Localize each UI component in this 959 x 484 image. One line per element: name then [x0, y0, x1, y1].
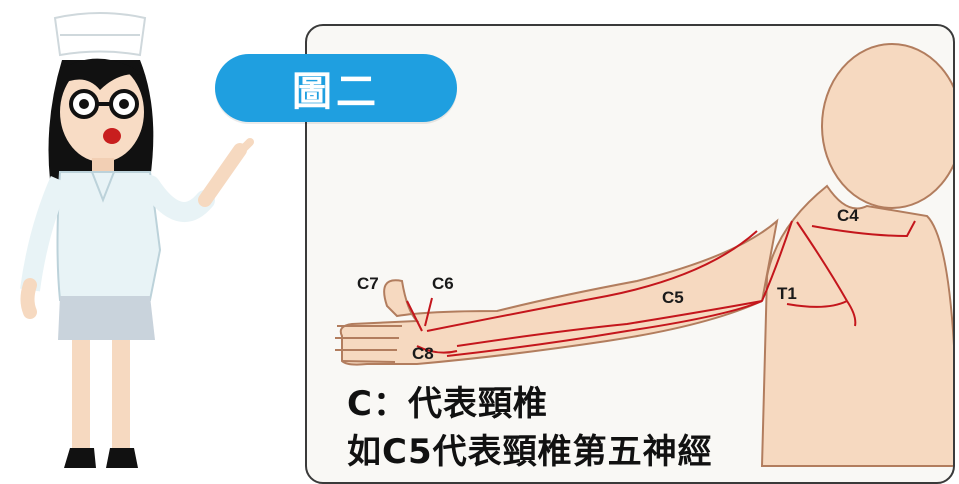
label-c8: C8 [412, 344, 434, 363]
nerve-lines [406, 220, 916, 357]
nurse-face [60, 62, 144, 162]
label-c6: C6 [432, 274, 454, 293]
caption-line-2: 如C5代表頸椎第五神經 [347, 432, 713, 472]
arm-illustration [335, 43, 953, 467]
label-c4: C4 [837, 206, 859, 225]
torso-shape [760, 184, 953, 467]
label-c7: C7 [357, 274, 379, 293]
caption-line-1: C：代表頸椎 [347, 384, 548, 424]
head-shape [821, 43, 953, 209]
figure-badge: 圖二 [215, 54, 457, 122]
nurse-illustration [20, 12, 254, 468]
label-c5: C5 [662, 288, 684, 307]
finger-lines [335, 325, 402, 363]
arm-shape [339, 218, 779, 366]
nurse-skirt [58, 296, 155, 340]
label-t1: T1 [777, 284, 797, 303]
